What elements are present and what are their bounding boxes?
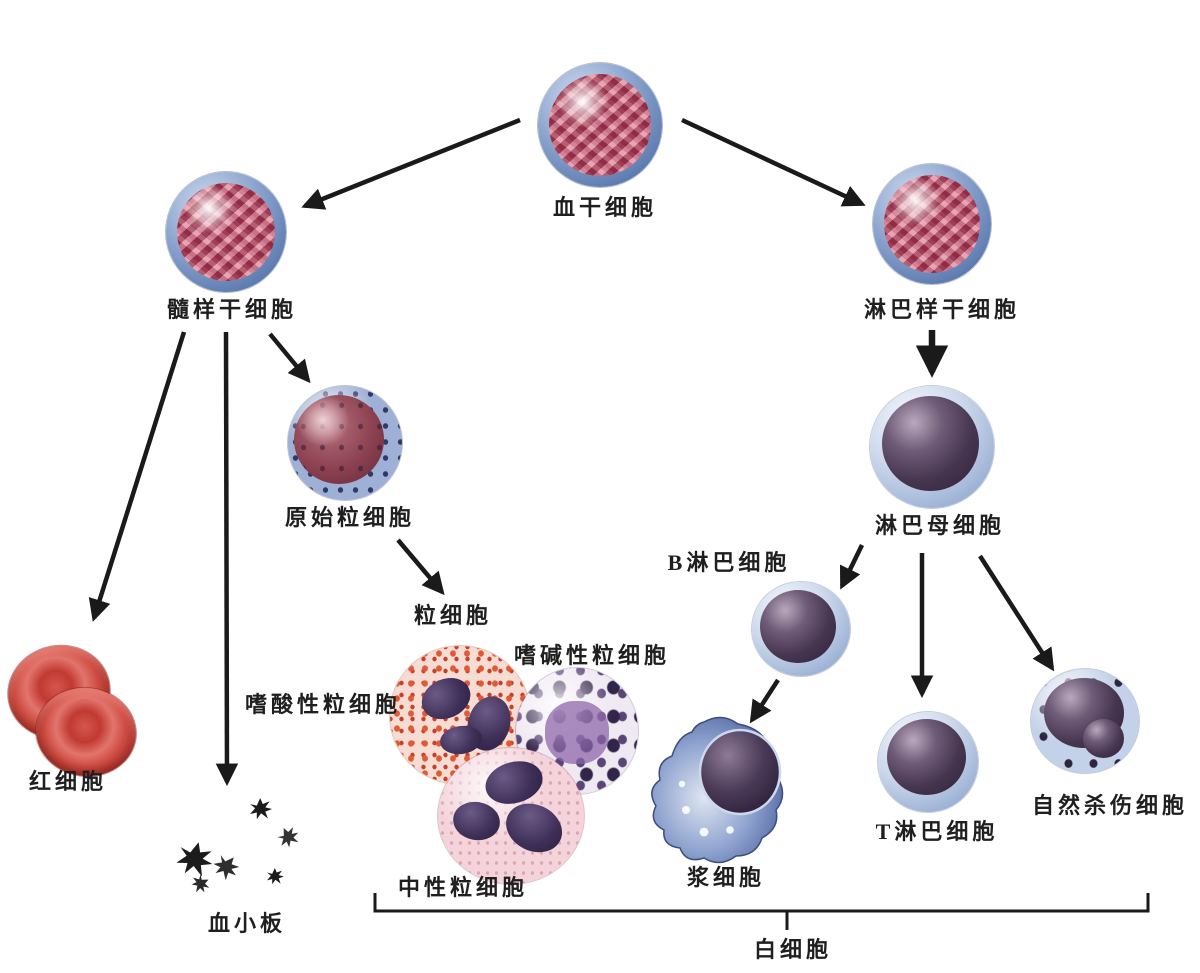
t-lymphocyte-cell-graphic <box>878 712 978 812</box>
cell-nucleus <box>293 395 384 485</box>
arrow-b-cell-to-plasma-cell <box>749 678 780 724</box>
cell-nucleus <box>545 700 609 764</box>
label-t-lymphocyte: T淋巴细胞 <box>875 819 999 844</box>
label-erythrocyte: 红细胞 <box>28 769 108 794</box>
arrow-hemocytoblast-to-lymphoid <box>681 117 866 207</box>
plasma-cell-vacuoles <box>678 780 734 837</box>
platelet <box>174 838 217 880</box>
arrow-myeloid-to-myeloblast <box>268 332 311 384</box>
b-lymphocyte-cell-graphic <box>752 582 850 676</box>
label-eosinophil: 嗜酸性粒细胞 <box>244 692 402 717</box>
platelets-graphic <box>174 798 303 896</box>
label-lymphoblast: 淋巴母细胞 <box>874 513 1006 538</box>
plasma-cell-nucleus <box>698 728 782 816</box>
cell-nucleus <box>759 589 837 663</box>
arrow-myeloid-to-erythrocyte <box>88 331 187 622</box>
label-b-lymphocyte: B淋巴细胞 <box>667 550 791 575</box>
nk-cell-graphic <box>1031 669 1139 773</box>
platelet <box>267 868 284 885</box>
erythrocyte-cells-graphic <box>0 636 142 783</box>
arrow-myeloid-to-platelet <box>215 331 239 787</box>
plasma-cell-graphic <box>651 716 784 864</box>
label-neutrophil: 中性粒细胞 <box>397 875 529 900</box>
label-leukocyte-group: 白细胞 <box>753 937 833 962</box>
label-nk-cell: 自然杀伤细胞 <box>1031 793 1189 818</box>
label-plasma-cell: 浆细胞 <box>686 865 766 890</box>
cell-nucleus <box>887 719 966 795</box>
arrow-hemocytoblast-to-myeloid <box>301 117 521 210</box>
hemocytoblast-cell-graphic <box>538 63 662 187</box>
label-platelet: 血小板 <box>207 911 287 936</box>
cell-nucleus <box>549 74 651 176</box>
platelet <box>189 872 213 896</box>
cell-nucleus <box>882 395 980 491</box>
label-basophil: 嗜碱性粒细胞 <box>513 643 671 668</box>
myeloid-stem-cell-graphic <box>166 172 286 292</box>
myeloblast-cell-graphic <box>288 386 402 500</box>
cell-nucleus-lobe <box>1082 718 1124 759</box>
basophil-cell-graphic <box>516 668 638 794</box>
platelet <box>250 798 273 820</box>
neutrophil-cell-graphic <box>438 748 584 884</box>
lymphoblast-cell-graphic <box>870 386 994 508</box>
cell-nucleus <box>176 182 276 282</box>
label-hemocytoblast: 血干细胞 <box>552 195 658 220</box>
label-myeloid-stem: 髓样干细胞 <box>166 297 298 322</box>
leukocyte-bracket <box>373 893 1150 930</box>
platelet <box>209 850 244 885</box>
label-granulocyte: 粒细胞 <box>413 603 493 628</box>
platelet <box>275 823 303 851</box>
cell-nucleus <box>883 174 981 274</box>
lymphoid-stem-cell-graphic <box>873 164 991 284</box>
arrow-lymphoblast-to-b-cell <box>839 544 865 590</box>
label-lymphoid-stem: 淋巴样干细胞 <box>863 297 1021 322</box>
label-myeloblast: 原始粒细胞 <box>284 505 416 530</box>
arrow-myeloblast-to-granulocyte <box>396 538 445 596</box>
arrow-lymphoblast-to-nk-cell <box>978 554 1055 672</box>
